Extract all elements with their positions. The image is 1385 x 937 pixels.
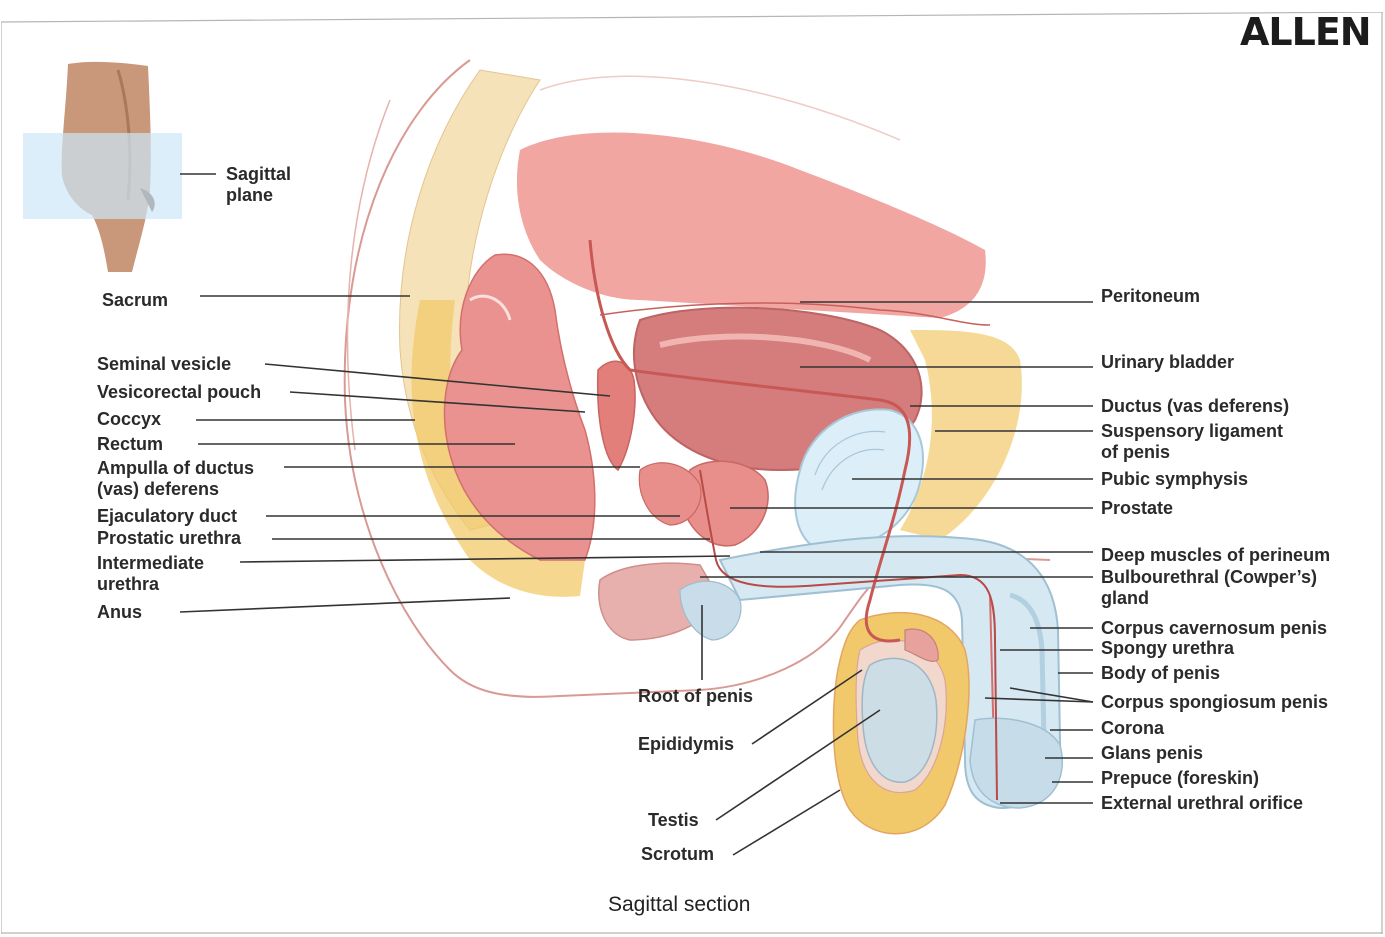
label-spongy-urethra: Spongy urethra: [1101, 638, 1235, 658]
label-ampulla-line1: Ampulla of ductus: [97, 458, 254, 478]
label-suspensory-ligament-line1: Suspensory ligament: [1101, 421, 1284, 441]
label-glans-penis: Glans penis: [1101, 743, 1204, 763]
label-testis: Testis: [648, 810, 699, 830]
glans-shape: [969, 717, 1064, 809]
sagittal-plane-marker: [23, 133, 182, 219]
pubic-symphysis-shape: [794, 408, 924, 552]
label-corpus-spongiosum: Corpus spongiosum penis: [1101, 692, 1329, 712]
leader-intermediate-urethra: [239, 555, 731, 563]
label-ductus: Ductus (vas deferens): [1101, 396, 1290, 416]
label-intermediate-urethra-line2: urethra: [97, 574, 160, 594]
label-sagittal-plane: Sagittal plane: [226, 164, 291, 206]
brand-logo: ALLEN: [1240, 10, 1372, 54]
leader-vesicorectal-pouch: [289, 391, 586, 413]
leader-scrotum: [732, 789, 841, 856]
label-root-of-penis: Root of penis: [638, 686, 753, 706]
leader-corpus-spongiosum-b: [984, 697, 1094, 703]
label-sagittal-plane-line1: Sagittal: [226, 164, 292, 184]
label-rectum: Rectum: [97, 434, 164, 454]
label-anus: Anus: [97, 602, 142, 622]
label-external-urethral-orifice: External urethral orifice: [1101, 793, 1304, 813]
leader-epididymis: [751, 669, 863, 745]
label-intermediate-urethra-line1: Intermediate: [97, 553, 205, 573]
label-bulbourethral-line2: gland: [1101, 588, 1149, 608]
testis-shape: [861, 657, 938, 783]
thumbnail-figure: [23, 61, 182, 273]
leader-anus: [179, 597, 511, 613]
label-prostatic-urethra: Prostatic urethra: [97, 528, 242, 548]
urethra-path: [699, 469, 998, 801]
label-ejaculatory-duct: Ejaculatory duct: [97, 506, 238, 526]
label-seminal-vesicle: Seminal vesicle: [97, 354, 232, 374]
label-bulbourethral: Bulbourethral (Cowper’s) gland: [1101, 567, 1317, 609]
body-outline: [343, 59, 1051, 698]
label-ampulla: Ampulla of ductus (vas) deferens: [97, 458, 254, 500]
figure-caption: Sagittal section: [608, 893, 751, 916]
label-sacrum: Sacrum: [102, 290, 169, 310]
diagram-frame: [1, 12, 1383, 934]
label-scrotum: Scrotum: [641, 844, 715, 864]
label-ampulla-line2: (vas) deferens: [97, 479, 220, 499]
label-deep-muscles: Deep muscles of perineum: [1101, 545, 1331, 565]
label-peritoneum: Peritoneum: [1101, 286, 1201, 306]
label-coccyx: Coccyx: [97, 409, 162, 429]
leader-testis: [715, 709, 881, 821]
label-corpus-cavernosum: Corpus cavernosum penis: [1101, 618, 1328, 638]
label-sagittal-plane-line2: plane: [226, 185, 274, 205]
label-body-of-penis: Body of penis: [1101, 663, 1221, 683]
label-pubic-symphysis: Pubic symphysis: [1101, 469, 1249, 489]
leader-corpus-spongiosum-a: [1009, 687, 1094, 703]
label-urinary-bladder: Urinary bladder: [1101, 352, 1235, 372]
peritoneal-region: [516, 132, 986, 318]
label-vesicorectal-pouch: Vesicorectal pouch: [97, 382, 262, 402]
ductus-vas-deferens-shape: [588, 239, 912, 643]
label-bulbourethral-line1: Bulbourethral (Cowper’s): [1101, 567, 1318, 587]
label-prepuce: Prepuce (foreskin): [1101, 768, 1260, 788]
label-suspensory-ligament-line2: of penis: [1101, 442, 1171, 462]
label-suspensory-ligament: Suspensory ligament of penis: [1101, 421, 1283, 463]
label-prostate: Prostate: [1101, 498, 1174, 518]
label-intermediate-urethra: Intermediate urethra: [97, 553, 204, 595]
label-corona: Corona: [1101, 718, 1164, 738]
epididymis-shape: [904, 628, 939, 662]
label-epididymis: Epididymis: [638, 734, 735, 754]
leader-seminal-vesicle: [264, 363, 611, 397]
